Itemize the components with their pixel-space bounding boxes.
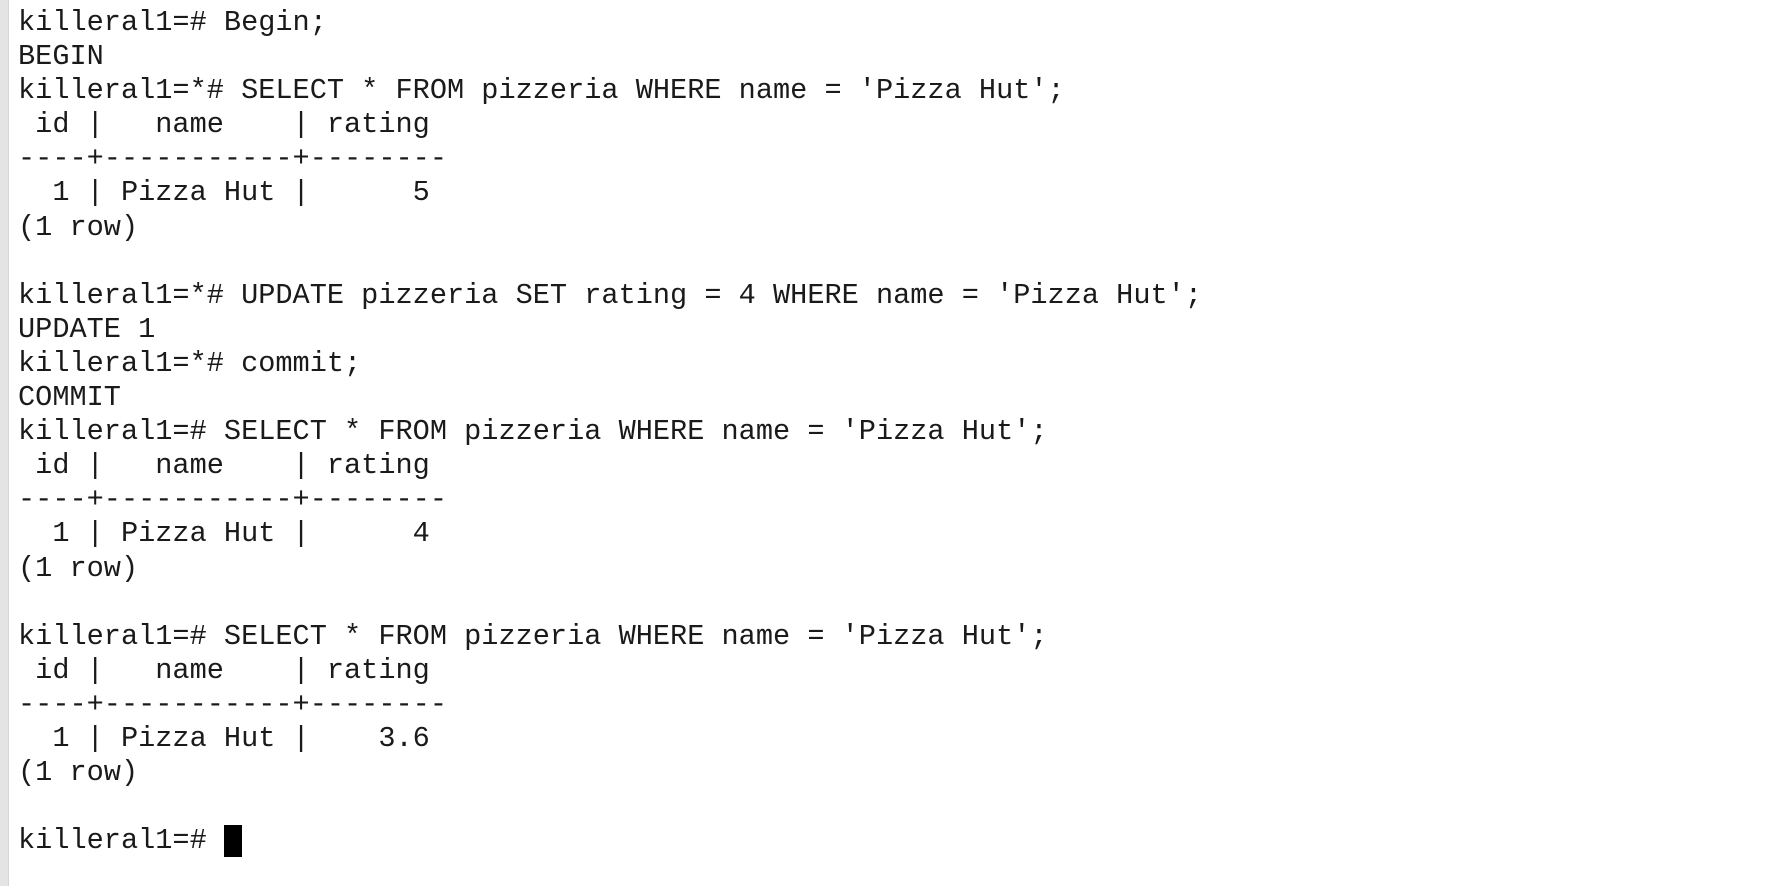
table-header: id | name | rating [18, 653, 430, 687]
table-separator: ----+-----------+-------- [18, 142, 447, 176]
table-header: id | name | rating [18, 449, 430, 483]
terminal-line: killeral1=*# SELECT * FROM pizzeria WHER… [18, 74, 1065, 108]
terminal-line [18, 586, 1788, 620]
row-count: (1 row) [18, 756, 139, 790]
table-row: 1 | Pizza Hut | 4 [18, 517, 430, 551]
table-separator: ----+-----------+-------- [18, 483, 447, 517]
terminal-line [18, 790, 1788, 824]
terminal-line: killeral1=*# UPDATE pizzeria SET rating … [18, 278, 1202, 312]
row-count: (1 row) [18, 210, 139, 244]
terminal-line: killeral1=# SELECT * FROM pizzeria WHERE… [18, 619, 1048, 653]
table-header: id | name | rating [18, 108, 430, 142]
terminal-line: killeral1=# SELECT * FROM pizzeria WHERE… [18, 415, 1048, 449]
row-count: (1 row) [18, 551, 139, 585]
terminal-line: COMMIT [18, 381, 121, 415]
prompt: killeral1=# [18, 824, 224, 858]
terminal-line: killeral1=*# commit; [18, 346, 362, 380]
terminal-line: killeral1=# Begin; [18, 6, 327, 39]
terminal-output[interactable]: killeral1=# Begin; BEGIN killeral1=*# SE… [18, 6, 1788, 886]
text-cursor [223, 825, 242, 858]
table-separator: ----+-----------+-------- [18, 687, 447, 721]
terminal-line: BEGIN [18, 40, 104, 74]
table-row: 1 | Pizza Hut | 5 [18, 176, 430, 210]
table-row: 1 | Pizza Hut | 3.6 [18, 721, 430, 755]
command-input-line[interactable]: killeral1=# [18, 824, 1788, 858]
terminal-line: UPDATE 1 [18, 312, 156, 346]
window-left-edge [0, 0, 9, 886]
terminal-line [18, 245, 1788, 279]
